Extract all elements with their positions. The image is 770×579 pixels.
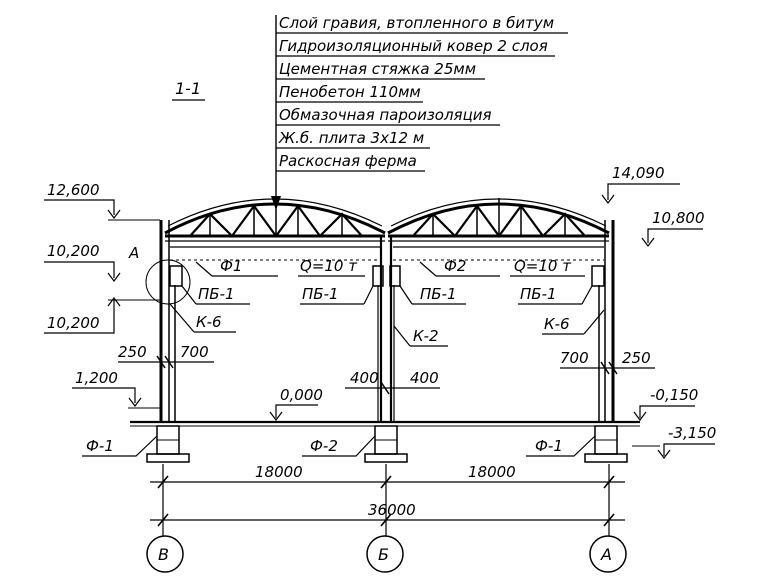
layer-gravel: Слой гравия, втопленного в битум (279, 14, 554, 32)
axis-label-v: В (158, 545, 169, 564)
layer-vapor-barrier: Обмазочная пароизоляция (279, 106, 492, 124)
elev-right-mid: 10,800 (652, 209, 705, 227)
span-total: 36000 (368, 501, 416, 519)
elev-left-top: 12,600 (47, 181, 100, 199)
crane-beams (145, 259, 605, 305)
beam-label-3: ПБ-1 (420, 285, 457, 303)
elevations-left: 12,600 10,200 10,200 1,200 А (44, 181, 160, 409)
foundation-middle-mark: Ф-2 (310, 437, 338, 455)
roof-layer-callout: Слой гравия, втопленного в битум Гидроиз… (271, 14, 568, 210)
layer-screed: Цементная стяжка 25мм (279, 60, 476, 78)
elev-floor: 0,000 (280, 386, 323, 404)
crane-load-left: Q=10 т (300, 257, 358, 275)
foundation-callouts: Ф-1 Ф-2 Ф-1 (82, 435, 596, 457)
offset-right-outer: 250 (622, 349, 651, 367)
elev-left-low: 10,200 (47, 314, 100, 332)
offset-dimensions: 250 700 400 400 700 250 (118, 343, 655, 395)
elev-right-foundation: -3,150 (668, 424, 716, 442)
layer-foam-concrete: Пенобетон 110мм (279, 83, 421, 101)
crane-load-right: Q=10 т (514, 257, 572, 275)
axis-bubble-b (366, 535, 404, 573)
span-left: 18000 (255, 463, 303, 481)
offset-mid-left: 400 (350, 369, 379, 387)
span-right: 18000 (468, 463, 516, 481)
column-middle-mark: К-2 (413, 327, 439, 345)
truss-right-mark: Ф2 (444, 257, 466, 275)
truss-right (387, 198, 610, 242)
offset-left-inner: 700 (180, 343, 209, 361)
elev-left-base: 1,200 (75, 369, 118, 387)
truss-left-mark: Ф1 (220, 257, 242, 275)
beam-label-1: ПБ-1 (198, 285, 235, 303)
axis-bubble-v (146, 535, 184, 573)
axis-label-b: Б (378, 545, 389, 564)
offset-right-inner: 700 (560, 349, 589, 367)
span-dimensions: 18000 18000 36000 (150, 463, 625, 536)
layer-truss: Раскосная ферма (279, 152, 417, 170)
columns (159, 220, 615, 422)
beam-label-2: ПБ-1 (302, 285, 339, 303)
elev-left-mid: 10,200 (47, 242, 100, 260)
offset-mid-right: 400 (410, 369, 439, 387)
layer-waterproofing: Гидроизоляционный ковер 2 слоя (279, 37, 548, 55)
axis-bubble-a (589, 535, 627, 573)
truss-left (164, 198, 386, 242)
grid-axes: В Б А (146, 535, 627, 573)
offset-left-outer: 250 (118, 343, 147, 361)
elevations-right: 14,090 10,800 -0,150 -3,150 (601, 164, 716, 459)
layer-slab: Ж.б. плита 3х12 м (278, 129, 424, 147)
node-a-label: А (128, 244, 139, 262)
section-label: 1-1 (175, 79, 201, 98)
column-left-mark: К-6 (196, 313, 222, 331)
foundation-right-mark: Ф-1 (535, 437, 563, 455)
node-a-circle (145, 259, 191, 305)
element-callouts: Ф1 Q=10 т Ф2 Q=10 т ПБ-1 ПБ-1 ПБ-1 ПБ-1 … (169, 257, 605, 347)
axis-label-a: А (600, 545, 612, 564)
foundations (146, 425, 628, 463)
foundation-left-mark: Ф-1 (86, 437, 114, 455)
beam-label-4: ПБ-1 (520, 285, 557, 303)
elev-right-ground: -0,150 (650, 386, 698, 404)
column-right-mark: К-6 (544, 315, 570, 333)
elev-right-top: 14,090 (612, 164, 665, 182)
